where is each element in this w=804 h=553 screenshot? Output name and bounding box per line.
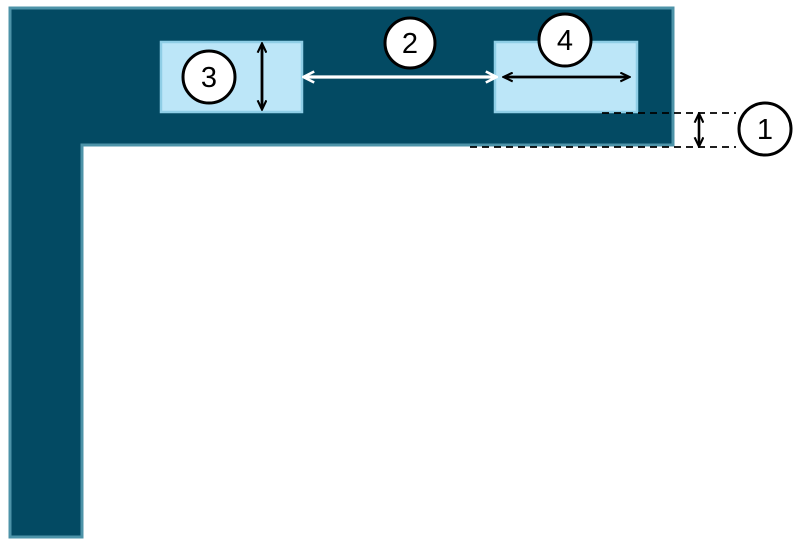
callout-marker-2[interactable]: 2	[383, 16, 437, 70]
callout-label-2: 2	[402, 28, 418, 60]
callout-circle-4	[537, 12, 593, 68]
callout-marker-3[interactable]: 3	[181, 49, 237, 105]
callout-label-3: 3	[201, 62, 217, 94]
callout-circle-2	[383, 16, 437, 70]
callout-circle-3	[181, 49, 237, 105]
callout-label-4: 4	[557, 25, 573, 57]
wall-shape	[8, 6, 675, 539]
callout-label-1: 1	[757, 114, 773, 146]
callout-marker-4[interactable]: 4	[537, 12, 593, 68]
callout-circle-1	[737, 101, 793, 157]
callout-marker-1[interactable]: 1	[737, 101, 793, 157]
